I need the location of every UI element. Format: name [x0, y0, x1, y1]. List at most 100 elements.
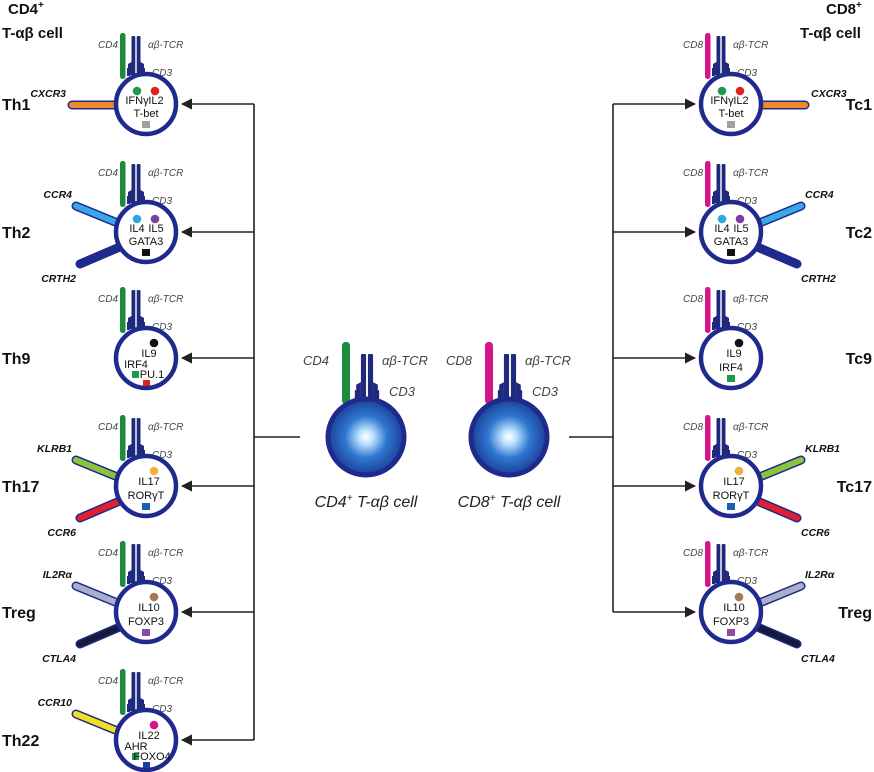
cd3-label: CD3: [152, 322, 172, 333]
tcr-label: αβ-TCR: [148, 676, 183, 687]
receptor-il2rα-icon: [754, 583, 804, 607]
receptor-label-ctla4: CTLA4: [42, 653, 76, 665]
marker-dot-icon: [149, 592, 159, 602]
cell-body: [113, 199, 179, 265]
cd3-label: CD3: [152, 450, 172, 461]
right-header: CD8+ T-αβ cell: [800, 0, 862, 42]
receptor-label-crth2: CRTH2: [41, 273, 76, 285]
cd4-coreceptor-icon: [342, 342, 350, 404]
cd4-coreceptor-icon: [120, 541, 126, 587]
marker-dot-icon: [735, 214, 745, 224]
receptor-label-klrb1: KLRB1: [37, 443, 72, 455]
right-header-line2: T-αβ cell: [800, 25, 861, 42]
marker-label: GATA3: [129, 236, 163, 248]
coreceptor-label: CD4: [98, 168, 118, 179]
left-header-line1: CD4+: [8, 0, 44, 18]
marker-square-icon: [143, 762, 150, 768]
marker-square-icon: [142, 249, 150, 256]
left-header-line2: T-αβ cell: [2, 25, 63, 42]
receptor-label-ccr6: CCR6: [801, 527, 830, 539]
tcr-label: αβ-TCR: [733, 548, 768, 559]
tcr-complex-icon: [712, 290, 730, 330]
marker-square-icon: [142, 629, 150, 636]
tcr-complex-icon: [712, 418, 730, 458]
receptor-label-ccr4: CCR4: [43, 189, 72, 201]
left-header: CD4+ T-αβ cell: [2, 0, 63, 42]
marker-square-icon: [142, 121, 150, 128]
receptor-ccr6-icon: [752, 497, 800, 521]
marker-dot-icon: [735, 86, 745, 96]
marker-label: IL9: [726, 348, 741, 360]
tcr-complex-icon: [127, 290, 145, 330]
cell-body: [113, 71, 179, 137]
cd3-label: CD3: [389, 384, 416, 399]
receptor-crth2-icon: [77, 243, 125, 267]
coreceptor-label: CD4: [98, 40, 118, 51]
subset-label-treg: Treg: [2, 605, 36, 622]
marker-label: IL17: [723, 476, 744, 488]
cd4-coreceptor-icon: [120, 287, 126, 333]
tcr-complex-icon: [497, 354, 523, 401]
tcr-label: αβ-TCR: [733, 168, 768, 179]
cd4-coreceptor-icon: [120, 669, 126, 715]
marker-dot-icon: [734, 592, 744, 602]
receptor-klrb1-icon: [754, 457, 804, 481]
tcr-complex-icon: [354, 354, 380, 401]
center-cell-body: [468, 396, 550, 478]
marker-dot-icon: [132, 214, 142, 224]
center-cell-caption: CD4+ T-αβ cell: [315, 493, 418, 511]
cd3-label: CD3: [152, 704, 172, 715]
receptor-label-ctla4: CTLA4: [801, 653, 835, 665]
marker-label: RORγT: [128, 490, 165, 502]
cell-body: [698, 325, 764, 391]
subset-label-th9: Th9: [2, 351, 31, 368]
tcr-label: αβ-TCR: [148, 168, 183, 179]
cell-body: [113, 453, 179, 519]
cd3-label: CD3: [737, 576, 757, 587]
marker-dot-icon: [132, 86, 142, 96]
marker-dot-icon: [149, 720, 159, 730]
tcr-complex-icon: [127, 164, 145, 204]
receptor-ctla4-icon: [752, 623, 800, 647]
cd4-coreceptor-icon: [120, 415, 126, 461]
subset-label-th1: Th1: [2, 97, 31, 114]
marker-dot-icon: [150, 86, 160, 96]
marker-label: PU.1: [140, 369, 164, 381]
coreceptor-label: CD4: [98, 294, 118, 305]
cd3-label: CD3: [152, 68, 172, 79]
marker-label: IL5: [148, 223, 163, 235]
right-header-line1: CD8+: [826, 0, 862, 18]
center-cell-caption: CD8+ T-αβ cell: [458, 493, 561, 511]
subset-label-tc1: Tc1: [846, 97, 872, 114]
marker-dot-icon: [149, 466, 159, 476]
cd8-coreceptor-icon: [485, 342, 493, 404]
marker-label: FOXP3: [713, 616, 749, 628]
marker-label: IRF4: [719, 362, 743, 374]
tcr-complex-icon: [127, 36, 145, 76]
subset-label-th17: Th17: [2, 479, 39, 496]
receptor-il2rα-icon: [73, 583, 123, 607]
tcr-complex-icon: [712, 36, 730, 76]
cell-body: [698, 579, 764, 645]
marker-label: RORγT: [713, 490, 750, 502]
receptor-label-ccr6: CCR6: [47, 527, 76, 539]
cd8-coreceptor-icon: [705, 541, 711, 587]
marker-dot-icon: [149, 338, 159, 348]
receptor-ccr6-icon: [77, 497, 125, 521]
marker-label: IRF4: [124, 359, 148, 371]
coreceptor-label: CD4: [303, 353, 329, 368]
marker-label: IL10: [138, 602, 159, 614]
marker-square-icon: [727, 249, 735, 256]
marker-label: FOXO4: [133, 751, 170, 763]
tcr-complex-icon: [127, 418, 145, 458]
tcr-label: αβ-TCR: [148, 294, 183, 305]
coreceptor-label: CD8: [683, 168, 703, 179]
